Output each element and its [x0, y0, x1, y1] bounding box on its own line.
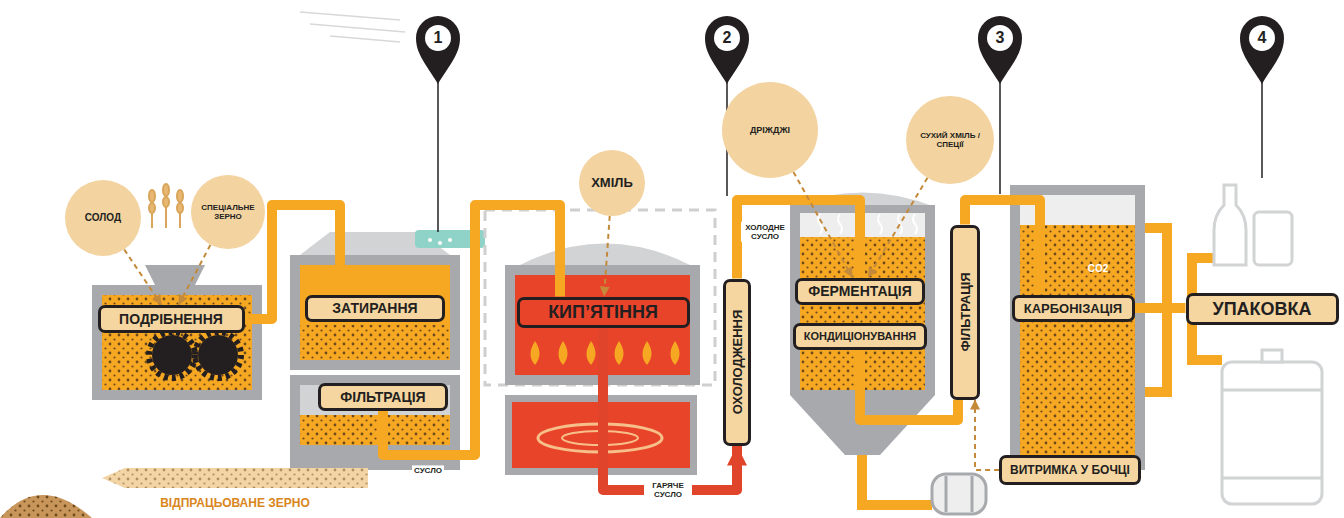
bright-tank	[1010, 185, 1145, 470]
ingredient-arrow	[868, 178, 928, 278]
ingredient-arrow	[179, 245, 211, 305]
wort-pipe	[860, 350, 958, 421]
node-text: СУХИЙ ХМІЛЬ / СПЕЦІЇ	[919, 131, 981, 149]
node-text: ФІЛЬТРАЦІЯ	[340, 389, 425, 405]
bottle-can-keg	[1214, 185, 1322, 504]
node-text: УПАКОВКА	[1212, 299, 1311, 320]
callout-number: 3	[996, 29, 1005, 47]
node-text: ВИТРИМКА У БОЧЦІ	[1010, 463, 1130, 477]
node-text: ФІЛЬТРАЦІЯ	[958, 272, 973, 351]
ingredient-arrow	[793, 172, 852, 278]
pipe-label: СУСЛО	[412, 465, 444, 476]
ingredient-arrow	[604, 216, 610, 297]
node-text: КАРБОНІЗАЦІЯ	[1024, 301, 1122, 316]
node-text: ОХОЛОДЖЕННЯ	[730, 310, 745, 415]
callout-number: 1	[434, 29, 443, 47]
ingredient-arrow	[124, 250, 161, 306]
gas-label: CO2	[1088, 263, 1109, 274]
process-box: ФІЛЬТРАЦІЯ	[318, 383, 448, 411]
process-box: ФЕРМЕНТАЦІЯ	[795, 278, 925, 305]
process-box: ФІЛЬТРАЦІЯ	[950, 225, 980, 400]
process-box: ОХОЛОДЖЕННЯ	[723, 279, 751, 446]
process-box: КОНДИЦІОНУВАННЯ	[793, 323, 928, 350]
callout-number: 4	[1258, 29, 1267, 47]
barrel	[932, 474, 986, 514]
ingredient-arrow	[975, 400, 999, 471]
node-text: ПОДРІБНЕННЯ	[119, 311, 223, 327]
ingredient-circle: ХМІЛЬ	[579, 150, 645, 216]
pipe-label: ГАРЯЧЕ СУСЛО	[644, 480, 692, 500]
callout-number: 2	[723, 29, 732, 47]
node-text: ДРІЖДЖІ	[750, 125, 790, 135]
node-text: СОЛОД	[85, 212, 121, 224]
process-box: ВИТРИМКА У БОЧЦІ	[999, 455, 1141, 485]
ingredient-circle: ДРІЖДЖІ	[722, 82, 818, 178]
wort-pipe	[1135, 303, 1186, 313]
pipe-label: ХОЛОДНЕ СУСЛО	[741, 222, 789, 242]
ingredient-circle: СУХИЙ ХМІЛЬ / СПЕЦІЇ	[906, 96, 994, 184]
ingredient-circle: СПЕЦІАЛЬНЕ ЗЕРНО	[191, 175, 266, 250]
node-text: ФЕРМЕНТАЦІЯ	[808, 283, 912, 299]
spent-grain	[0, 468, 368, 518]
node-text: КИП’ЯТІННЯ	[548, 302, 658, 323]
process-box: КАРБОНІЗАЦІЯ	[1012, 295, 1135, 322]
node-text: КОНДИЦІОНУВАННЯ	[804, 330, 917, 342]
node-text: ХМІЛЬ	[591, 176, 633, 191]
spent-grain-label: ВІДПРАЦЬОВАНЕ ЗЕРНО	[160, 496, 310, 510]
wheat-icon	[149, 184, 183, 228]
node-text: ЗАТИРАННЯ	[332, 300, 417, 316]
process-box: УПАКОВКА	[1186, 293, 1339, 325]
process-box: ЗАТИРАННЯ	[305, 295, 445, 322]
node-text: СПЕЦІАЛЬНЕ ЗЕРНО	[197, 203, 259, 221]
wort-pipe	[603, 328, 737, 491]
process-box: ПОДРІБНЕННЯ	[98, 305, 245, 333]
grinder	[92, 265, 262, 400]
ingredient-circle: СОЛОД	[65, 180, 141, 256]
wort-pipe	[737, 200, 860, 279]
wind-lines	[300, 12, 405, 42]
wort-pipe	[383, 205, 560, 455]
process-box: КИП’ЯТІННЯ	[517, 297, 690, 328]
